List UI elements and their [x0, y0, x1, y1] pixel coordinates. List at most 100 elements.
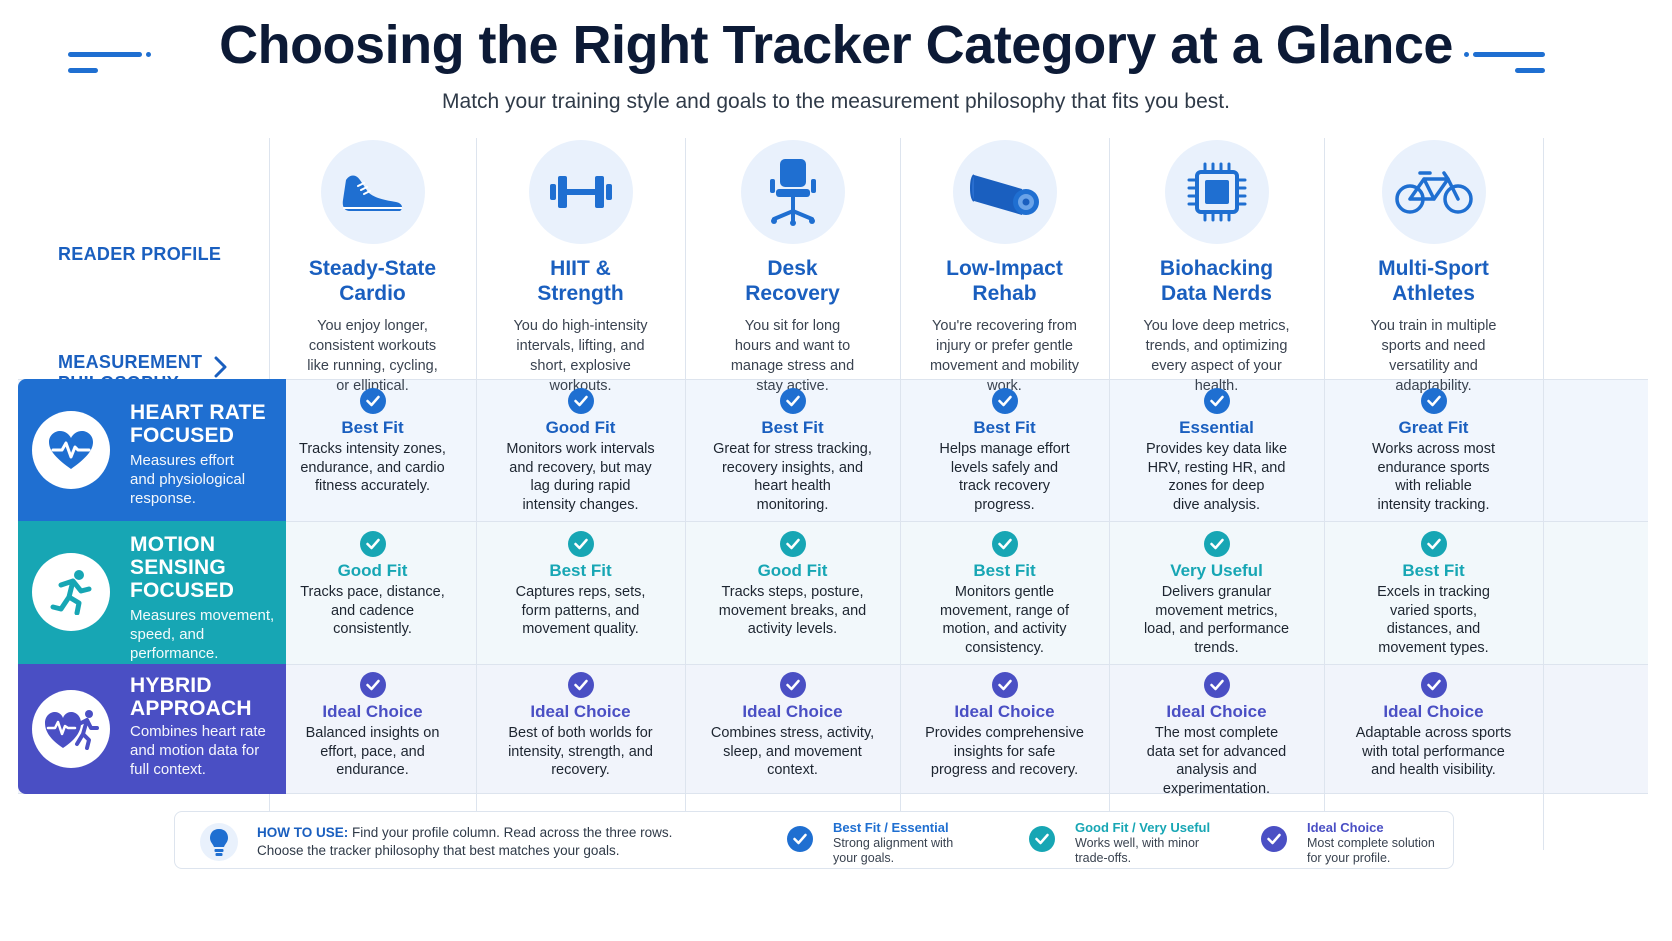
profile-desc-line: You do high-intensity	[513, 318, 648, 334]
fit-desc-line: movement quality.	[522, 621, 639, 637]
check-circle-icon	[359, 388, 386, 414]
row-head-title: HYBRID APPROACH	[130, 674, 252, 720]
fit-rating: Good Fit	[337, 561, 408, 580]
row-head-title-line: FOCUSED	[130, 424, 235, 447]
fit-desc-line: Balanced insights on	[305, 725, 440, 741]
fit-desc-line: analysis and	[1176, 762, 1257, 778]
row-head-title-line: FOCUSED	[130, 579, 235, 602]
profile-column-desk-recovery: Desk Recovery You sit for long hours and…	[685, 138, 900, 406]
profile-title: HIIT & Strength	[476, 256, 685, 306]
profile-title-line2: Athletes	[1392, 282, 1475, 305]
yoga-mat-icon	[952, 140, 1057, 244]
fit-desc-line: Captures reps, sets,	[515, 584, 646, 600]
profile-desc-line: sports and need	[1381, 338, 1486, 354]
check-circle-icon	[567, 388, 594, 414]
fit-desc-line: activity levels.	[747, 621, 838, 637]
row-head-desc-line: response.	[130, 490, 196, 507]
lightbulb-icon	[200, 823, 238, 861]
fit-desc-line: zones for deep	[1168, 478, 1265, 494]
profile-desc-line: versatility and	[1389, 358, 1478, 374]
legend-desc: Most complete solution for your profile.	[1307, 836, 1435, 866]
decor-line	[1515, 68, 1545, 73]
row-head-title-line: SENSING	[130, 556, 226, 579]
fit-desc-line: form patterns, and	[521, 602, 640, 619]
profile-desc-line: You enjoy longer,	[317, 318, 428, 334]
check-circle-icon	[359, 531, 386, 557]
row-head-desc-line: and physiological	[130, 471, 246, 488]
fit-desc-line: intensity changes.	[522, 496, 639, 513]
profile-desc-line: like running, cycling,	[307, 358, 438, 374]
profile-title: Biohacking Data Nerds	[1109, 256, 1324, 306]
fit-desc-line: consistently.	[333, 621, 412, 637]
fit-desc-line: experimentation.	[1162, 780, 1271, 797]
row-head-description: Measures effort and physiological respon…	[130, 451, 280, 508]
fit-desc-line: effort, pace, and	[320, 743, 425, 760]
fit-desc-line: monitoring.	[756, 496, 829, 513]
decor-dot	[146, 52, 151, 57]
fit-desc-line: trends.	[1194, 639, 1239, 656]
profile-column-biohacking-data-nerds: Biohacking Data Nerds You love deep metr…	[1109, 138, 1324, 406]
fit-description: Great for stress tracking,recovery insig…	[685, 440, 900, 514]
fit-description: Tracks intensity zones,endurance, and ca…	[269, 440, 476, 496]
fit-desc-line: Monitors gentle	[954, 584, 1055, 600]
row-head-description: Combines heart rate and motion data for …	[130, 722, 282, 779]
fit-desc-line: Provides key data like	[1145, 441, 1288, 457]
profile-title-line2: Strength	[537, 282, 624, 305]
fit-desc-line: Best of both worlds for	[508, 725, 653, 741]
fit-desc-line: movement types.	[1378, 639, 1489, 656]
profile-title: Multi-Sport Athletes	[1324, 256, 1543, 306]
profile-title-line1: Multi-Sport	[1378, 257, 1489, 280]
check-circle-icon	[991, 388, 1018, 414]
legend-title: Ideal Choice	[1307, 820, 1384, 835]
check-circle-icon	[567, 672, 594, 698]
profile-title-line1: Steady-State	[308, 257, 437, 280]
profile-desc-line: every aspect of your	[1151, 358, 1282, 374]
fit-desc-line: dive analysis.	[1172, 496, 1261, 513]
profile-desc-line: intervals, lifting, and	[516, 338, 645, 354]
fit-desc-line: Delivers granular	[1161, 584, 1272, 600]
fit-desc-line: with total performance	[1362, 743, 1505, 760]
legend-desc-line: trade-offs.	[1075, 851, 1132, 865]
profile-desc-line: movement and mobility	[929, 358, 1080, 374]
fit-desc-line: with reliable	[1395, 478, 1472, 494]
decor-dot	[1464, 52, 1469, 57]
office-chair-icon	[740, 140, 845, 244]
profile-title-line2: Cardio	[339, 282, 406, 305]
fit-description: Captures reps, sets, form patterns, and mo…	[476, 583, 685, 639]
fit-rating: Essential	[1179, 418, 1254, 437]
profile-column-hiit-strength: HIIT & Strength You do high-intensity in…	[476, 138, 685, 406]
row-head-hybrid-approach: HYBRID APPROACH Combines heart rate and …	[18, 664, 286, 794]
profile-title-line2: Recovery	[745, 282, 840, 305]
profile-title-line2: Rehab	[972, 282, 1037, 305]
check-circle-icon	[1203, 388, 1230, 414]
fit-desc-line: The most complete	[1154, 725, 1279, 741]
fit-rating: Ideal Choice	[530, 702, 631, 721]
legend-panel: HOW TO USE: Find your profile column. Re…	[174, 811, 1454, 869]
fit-rating: Ideal Choice	[322, 702, 423, 721]
profile-desc-line: injury or prefer gentle	[935, 338, 1073, 354]
row-background-heart-rate	[18, 379, 1648, 521]
fit-desc-line: endurance, and cardio	[300, 459, 445, 476]
profile-column-low-impact-rehab: Low-Impact Rehab You're recovering from …	[900, 138, 1109, 406]
profile-desc-line: You sit for long	[744, 318, 841, 334]
fit-desc-line: endurance sports	[1377, 459, 1490, 476]
fit-desc-line: context.	[767, 762, 818, 778]
profile-desc-line: short, explosive	[530, 358, 631, 374]
fit-desc-line: movement metrics,	[1155, 602, 1278, 619]
